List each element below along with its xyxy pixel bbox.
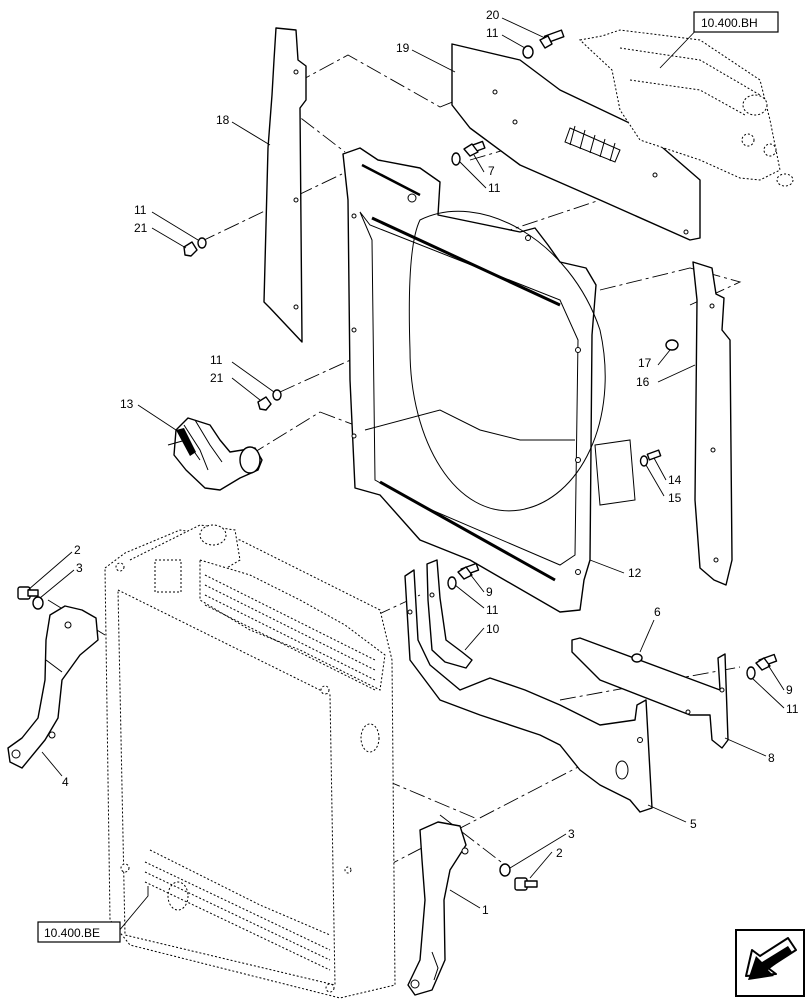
washer-3a [32, 596, 44, 610]
leader-lines [27, 17, 785, 933]
callout-9: 9 [486, 585, 493, 599]
callout-21: 21 [134, 221, 148, 235]
washer-11c [197, 237, 207, 249]
callout-13: 13 [120, 397, 134, 411]
nut-17 [665, 339, 679, 351]
right-bar-bracket [571, 637, 729, 749]
fan-shroud [342, 147, 636, 613]
callout-3: 3 [568, 827, 575, 841]
bolt-20 [539, 29, 565, 49]
lower-cross-member [404, 569, 653, 813]
callout-4: 4 [62, 775, 69, 789]
radiator-core-ghost [104, 524, 396, 999]
callout-9: 9 [786, 683, 793, 697]
nut-6 [631, 653, 643, 663]
callouts: 20 11 19 18 7 11 11 21 11 21 17 16 13 14… [62, 8, 799, 917]
nut-21b [257, 396, 272, 411]
callout-12: 12 [628, 566, 642, 580]
callout-11: 11 [486, 26, 499, 40]
bolt-9b [755, 653, 778, 671]
callout-8: 8 [768, 751, 775, 765]
ref-box-top-right[interactable]: 10.400.BH [693, 11, 779, 33]
expansion-tank-ghost [578, 29, 794, 187]
callout-2: 2 [74, 543, 81, 557]
callout-15: 15 [668, 491, 682, 505]
bolt-9a [457, 562, 480, 580]
callout-20: 20 [486, 8, 500, 22]
callout-19: 19 [396, 41, 410, 55]
callout-18: 18 [216, 113, 230, 127]
callout-11: 11 [134, 203, 147, 217]
callout-2: 2 [556, 846, 563, 860]
hardware [17, 29, 778, 891]
right-radiator-bracket [407, 821, 469, 996]
washer-15 [639, 455, 649, 467]
ref-bottom-left-label: 10.400.BE [44, 926, 100, 940]
ref-top-right-label: 10.400.BH [701, 16, 758, 30]
left-radiator-bracket [7, 605, 99, 769]
washer-11a [522, 45, 534, 59]
callout-17: 17 [638, 356, 652, 370]
callout-21: 21 [210, 371, 224, 385]
bolt-2a [17, 586, 39, 600]
ref-box-bottom-left[interactable]: 10.400.BE [37, 921, 121, 943]
left-side-baffle [263, 27, 307, 343]
washer-3b [499, 863, 511, 877]
hose-clamp-assembly [167, 417, 263, 491]
callout-11: 11 [488, 181, 501, 195]
callout-1: 1 [482, 903, 489, 917]
bolt-14 [646, 449, 662, 461]
support-bracket-10 [426, 559, 473, 669]
callout-3: 3 [76, 561, 83, 575]
callout-11: 11 [786, 702, 799, 716]
callout-16: 16 [636, 375, 650, 389]
washer-11d [272, 389, 282, 401]
nut-21a [183, 241, 198, 257]
washer-11b [451, 152, 461, 166]
next-page-arrow-icon[interactable] [735, 929, 805, 997]
callout-14: 14 [668, 473, 682, 487]
callout-5: 5 [690, 817, 697, 831]
callout-11: 11 [486, 603, 499, 617]
top-baffle-plate [451, 43, 701, 241]
bolt-2b [514, 877, 538, 891]
callout-10: 10 [486, 622, 500, 636]
washer-11e [447, 576, 457, 590]
callout-11: 11 [210, 353, 223, 367]
callout-6: 6 [654, 605, 661, 619]
bolt-7 [463, 140, 486, 157]
washer-11f [746, 666, 756, 680]
right-side-baffle [692, 261, 733, 586]
callout-7: 7 [488, 164, 495, 178]
